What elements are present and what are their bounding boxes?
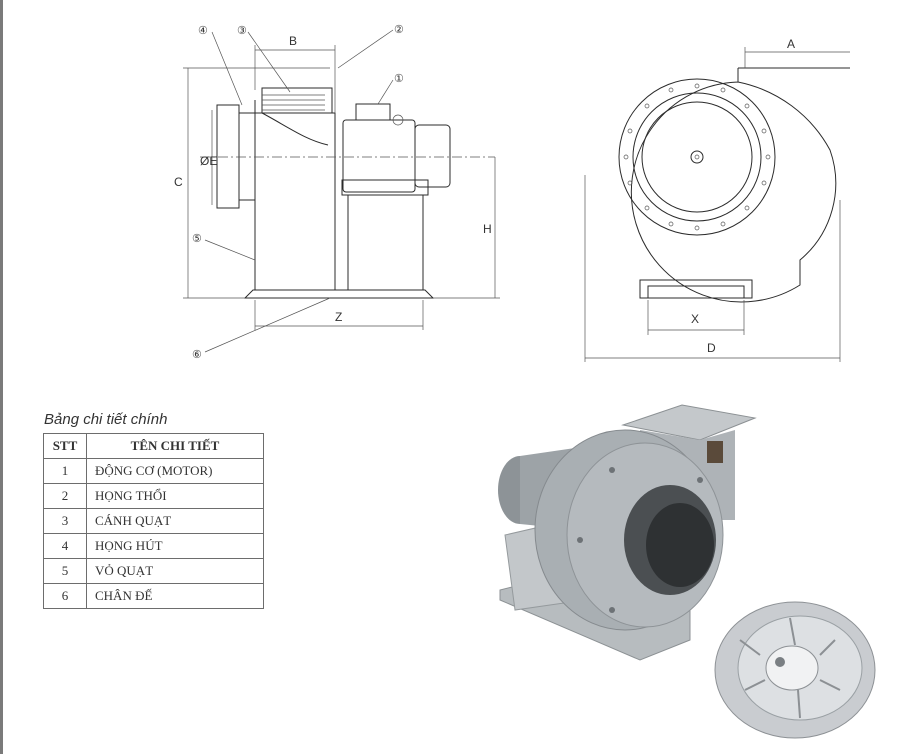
side-motor-terminal [355,103,391,121]
fan-nameplate [707,441,723,463]
dim-z-label: Z [335,310,342,324]
row-part-name: CÁNH QUẠT [86,508,264,534]
row-stt: 2 [43,483,87,509]
dim-d-label: D [707,341,716,355]
front-bolt-holes [623,83,771,231]
side-inlet-flange [216,104,240,209]
side-housing [254,112,336,291]
parts-table-header-row: STT TÊN CHI TIẾT [43,433,264,459]
parts-table: STT TÊN CHI TIẾT 1 ĐỘNG CƠ (MOTOR) 2 HỌN… [43,433,264,609]
dim-a-label: A [787,37,795,51]
front-view: A X D [584,37,850,362]
side-motor-stand [347,194,424,291]
page-left-border [0,0,3,754]
row-stt: 3 [43,508,87,534]
header-part-name: TÊN CHI TIẾT [86,433,264,459]
row-part-name: CHÂN ĐẾ [86,583,264,609]
table-row: 1 ĐỘNG CƠ (MOTOR) [43,458,264,484]
row-stt: 5 [43,558,87,584]
fan-product-photo [498,404,757,661]
side-outlet [261,87,333,114]
callout-2: ② [394,24,404,36]
callout-5: ⑤ [192,233,202,245]
side-impeller [261,94,329,146]
table-row: 6 CHÂN ĐẾ [43,583,264,609]
callout-1: ① [394,73,404,85]
front-inlet [641,101,753,213]
dim-e-label: ØE [200,154,217,168]
callout-6: ⑥ [192,349,202,361]
row-part-name: VỎ QUẠT [86,558,264,584]
table-row: 2 HỌNG THỔI [43,483,264,509]
front-scroll-housing [630,68,837,303]
dim-c-label: C [174,175,183,189]
front-base [639,279,753,299]
front-flange-outer [618,78,776,236]
callout-3: ③ [237,25,247,37]
dim-h-label: H [483,222,492,236]
row-part-name: HỌNG HÚT [86,533,264,559]
front-shaft [690,150,704,164]
side-view: B C ØE H Z ④ ③ ② ① ⑤ ⑥ [174,24,500,361]
callout-4: ④ [198,25,208,37]
row-stt: 4 [43,533,87,559]
fan-outlet-top [621,404,757,441]
table-row: 3 CÁNH QUẠT [43,508,264,534]
side-base-foot [243,289,435,299]
dim-x-label: X [691,312,699,326]
row-part-name: ĐỘNG CƠ (MOTOR) [86,458,264,484]
impeller-hub [765,645,819,691]
impeller-photo [714,601,876,739]
header-stt: STT [43,433,87,459]
row-stt: 6 [43,583,87,609]
dim-b-label: B [289,34,297,48]
side-motor [342,119,416,193]
front-flange-middle [632,92,762,222]
table-row: 4 HỌNG HÚT [43,533,264,559]
table-row: 5 VỎ QUẠT [43,558,264,584]
row-part-name: HỌNG THỔI [86,483,264,509]
row-stt: 1 [43,458,87,484]
parts-table-caption: Bảng chi tiết chính [44,411,168,428]
